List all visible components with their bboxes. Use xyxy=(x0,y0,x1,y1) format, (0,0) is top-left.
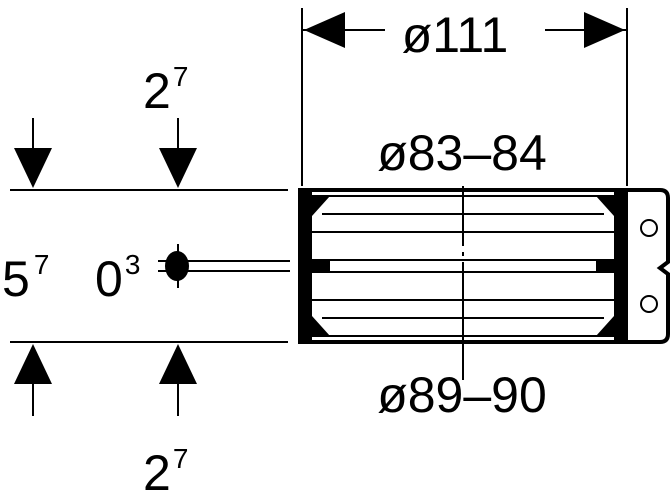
bottom-mid-arrowhead xyxy=(159,344,197,384)
top-left-chamfer xyxy=(312,196,330,216)
arrowhead-right xyxy=(584,12,625,48)
top-arrows xyxy=(14,118,197,188)
gap-base: 0 xyxy=(95,251,123,307)
section-outline xyxy=(298,188,670,344)
top-left-arrowhead xyxy=(14,148,52,188)
upper-hole xyxy=(640,219,658,237)
top-right-chamfer xyxy=(596,196,614,216)
top-offset-base: 2 xyxy=(143,63,171,119)
bottom-left-chamfer xyxy=(312,316,330,336)
ring-cross-section xyxy=(298,186,670,380)
gap-label: 03 xyxy=(95,249,140,307)
bottom-left-arrowhead xyxy=(14,344,52,384)
bottom-arrows xyxy=(14,344,197,416)
top-mid-arrowhead xyxy=(159,148,197,188)
center-bar-right-end xyxy=(596,260,614,272)
inner-diameter-label: ø83–84 xyxy=(377,125,547,181)
bottom-offset-sup: 7 xyxy=(173,443,189,474)
gap-sup: 3 xyxy=(125,249,141,280)
bottom-offset-label: 27 xyxy=(143,443,188,496)
gap-marker-dot xyxy=(165,251,189,281)
center-bar-left-end xyxy=(312,260,330,272)
right-wall xyxy=(614,190,628,342)
top-offset-sup: 7 xyxy=(173,61,189,92)
height-base: 5 xyxy=(2,251,30,307)
outer-diameter-dimension: ø111 xyxy=(301,7,628,186)
height-sup: 7 xyxy=(34,249,50,280)
outer-diameter-label: ø111 xyxy=(402,7,509,63)
bottom-right-chamfer xyxy=(596,316,614,336)
gap-marker xyxy=(158,244,290,288)
bottom-offset-base: 2 xyxy=(143,445,171,496)
arrowhead-left xyxy=(304,12,345,48)
lower-hole xyxy=(640,295,658,313)
left-wall xyxy=(300,190,312,342)
top-offset-label: 27 xyxy=(143,61,188,119)
